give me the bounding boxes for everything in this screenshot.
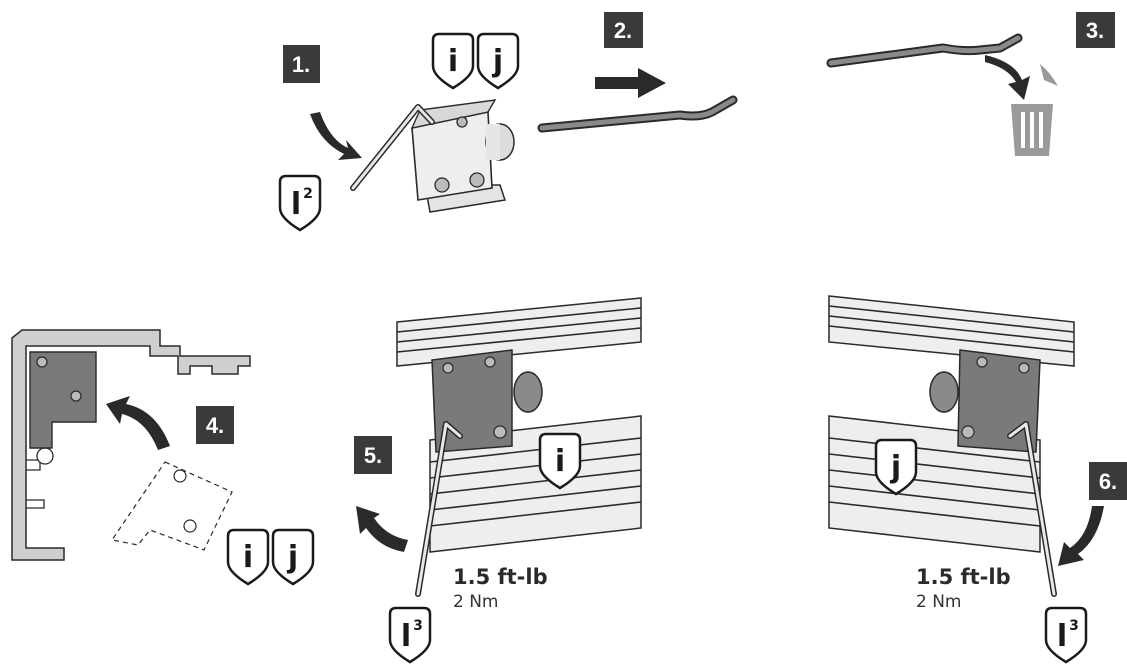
- tool-badge-j-step6: j: [874, 438, 918, 496]
- svg-text:4.: 4.: [206, 413, 224, 438]
- step-1-curved-arrow: [310, 112, 362, 160]
- step-5-label: 5.: [354, 436, 392, 474]
- svg-text:2: 2: [303, 186, 313, 202]
- step-1-bracket-illustration: [350, 99, 515, 213]
- svg-text:3.: 3.: [1086, 18, 1104, 43]
- svg-text:l: l: [291, 187, 301, 222]
- step-4-ghost-bracket: [110, 461, 233, 551]
- tool-badge-i-step5: i: [538, 432, 582, 490]
- svg-text:l: l: [401, 619, 411, 654]
- tool-badge-l2: l 2: [278, 174, 322, 232]
- svg-text:6.: 6.: [1099, 469, 1117, 494]
- step-2-hex-key: [537, 95, 738, 133]
- svg-text:l: l: [1057, 619, 1067, 654]
- step-6-curved-arrow: [1058, 506, 1104, 566]
- step-4-rail-profile: [11, 329, 251, 561]
- tool-badge-l3-left: l 3: [388, 606, 432, 664]
- step-2-label: 2.: [604, 12, 643, 48]
- svg-text:j: j: [890, 450, 901, 485]
- svg-text:2.: 2.: [614, 18, 632, 43]
- step-3-hex-key: [826, 33, 1023, 68]
- step-5-rail-illustration: [396, 297, 642, 597]
- torque-left-ftlb: 1.5 ft-lb: [453, 565, 548, 589]
- tool-badge-i-step4: i: [226, 528, 270, 586]
- step-2-arrow: [595, 68, 666, 98]
- torque-right-ftlb: 1.5 ft-lb: [916, 565, 1011, 589]
- tool-badge-l3-right: l 3: [1044, 606, 1088, 664]
- svg-text:1.: 1.: [292, 52, 310, 77]
- tool-badge-j-step4: j: [271, 528, 315, 586]
- svg-text:i: i: [448, 44, 458, 79]
- svg-text:i: i: [555, 444, 565, 479]
- svg-text:3: 3: [1069, 618, 1079, 634]
- step-4-curved-arrow: [106, 396, 170, 450]
- tool-badge-j-top: j: [476, 32, 520, 90]
- step-3-discard-arrow: [985, 55, 1030, 100]
- svg-text:3: 3: [413, 618, 423, 634]
- step-3-label: 3.: [1076, 12, 1115, 48]
- step-6-label: 6.: [1089, 462, 1127, 500]
- step-1-label: 1.: [283, 45, 320, 83]
- step-4-label: 4.: [196, 406, 234, 444]
- torque-right-nm: 2 Nm: [916, 592, 962, 612]
- svg-text:j: j: [287, 540, 298, 575]
- tool-badge-i-top: i: [431, 32, 475, 90]
- step-6-rail-illustration: [828, 295, 1075, 597]
- svg-text:5.: 5.: [364, 443, 382, 468]
- step-5-curved-arrow: [356, 506, 408, 552]
- svg-text:j: j: [492, 44, 503, 79]
- torque-left-nm: 2 Nm: [453, 592, 499, 612]
- svg-text:i: i: [243, 540, 253, 575]
- trash-can-icon: [1011, 64, 1058, 156]
